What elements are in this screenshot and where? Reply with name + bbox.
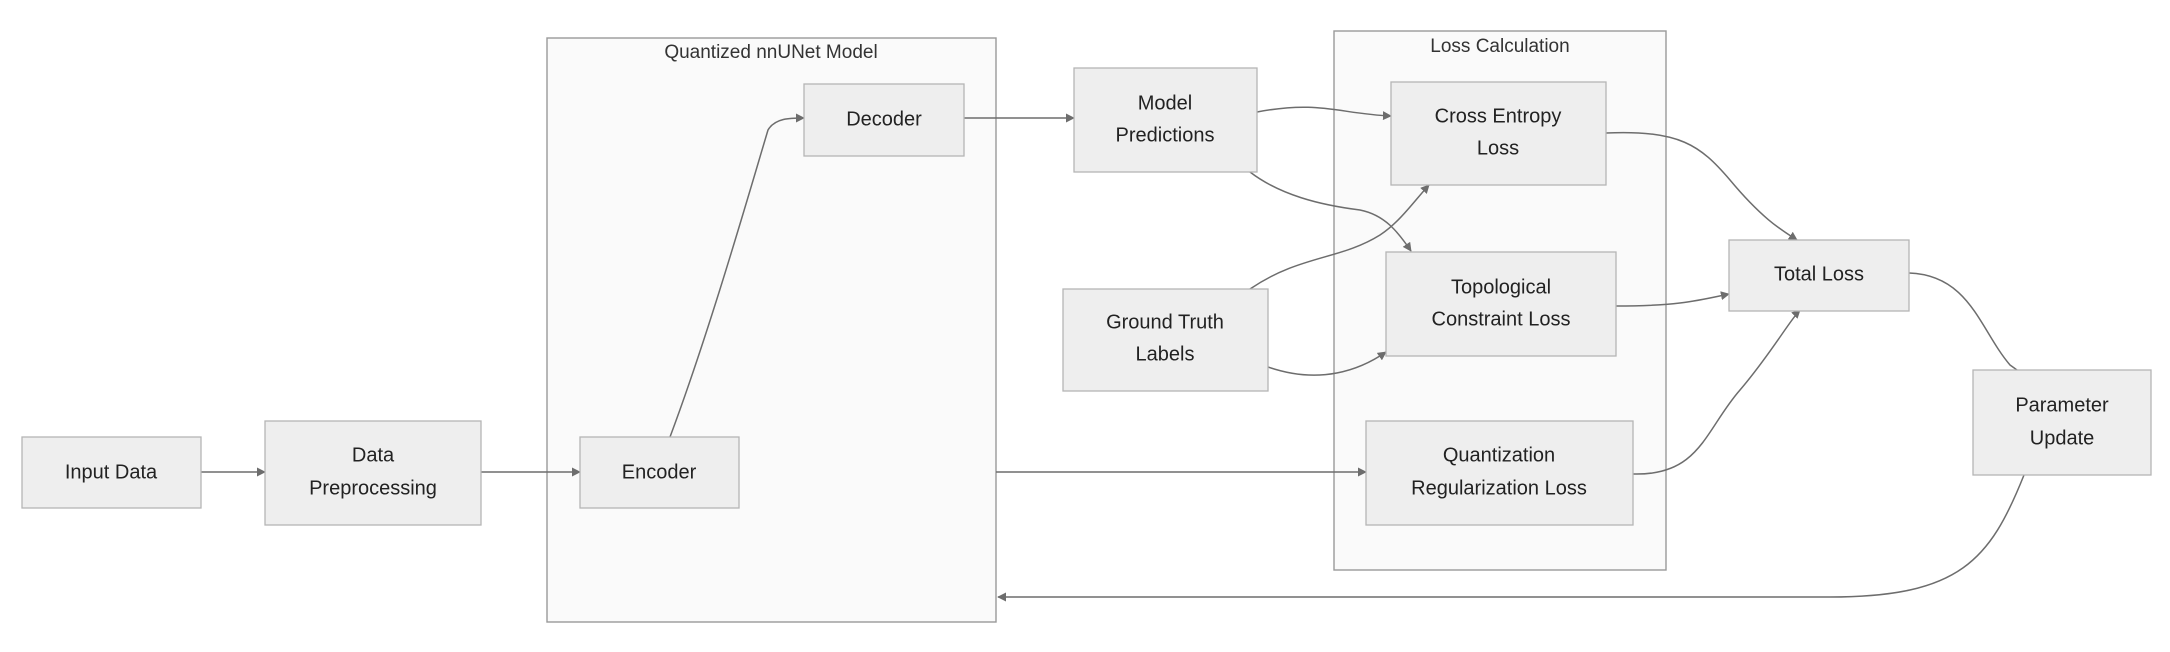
- edge-encoder-to-decoder: [669, 113, 805, 438]
- cluster-loss-title: Loss Calculation: [1430, 36, 1569, 57]
- edge-parameter-update-to-model: [997, 474, 2025, 602]
- node-cross-entropy-loss[interactable]: Cross Entropy Loss: [1390, 81, 1607, 186]
- node-label-line: Total Loss: [1774, 263, 1864, 285]
- edges: [201, 106, 2028, 602]
- node-ground-truth-labels[interactable]: Ground Truth Labels: [1062, 288, 1269, 392]
- node-box: [264, 420, 482, 526]
- node-label-line: Data: [352, 444, 395, 466]
- node-box: [1972, 369, 2152, 476]
- node-label-line: Quantization: [1443, 444, 1555, 466]
- node-input-data[interactable]: Input Data: [21, 436, 202, 509]
- node-box: [1365, 420, 1634, 526]
- edge-groundtruth-to-topological: [1267, 351, 1387, 376]
- node-label-line: Predictions: [1116, 124, 1215, 146]
- node-quantization-regularization-loss[interactable]: Quantization Regularization Loss: [1365, 420, 1634, 526]
- node-label-line: Encoder: [622, 461, 697, 483]
- node-box: [1062, 288, 1269, 392]
- node-total-loss[interactable]: Total Loss: [1728, 239, 1910, 312]
- node-box: [1390, 81, 1607, 186]
- node-decoder[interactable]: Decoder: [803, 83, 965, 157]
- edge-total-to-parameter-update: [1908, 272, 2028, 381]
- node-label-line: Topological: [1451, 276, 1551, 298]
- edge-topological-to-total: [1615, 291, 1730, 307]
- edge-cross-entropy-to-total: [1605, 131, 1798, 241]
- node-label-line: Ground Truth: [1106, 311, 1224, 333]
- node-label-line: Parameter: [2015, 394, 2109, 416]
- node-label-line: Preprocessing: [309, 477, 437, 499]
- node-box: [1385, 251, 1617, 357]
- edge-predictions-to-topological: [1249, 171, 1412, 252]
- node-label-line: Model: [1138, 92, 1192, 114]
- node-model-predictions[interactable]: Model Predictions: [1073, 67, 1258, 173]
- node-box: [21, 436, 202, 509]
- cluster-model-title: Quantized nnUNet Model: [664, 42, 877, 63]
- node-box: [803, 83, 965, 157]
- node-label-line: Loss: [1477, 137, 1519, 159]
- node-box: [579, 436, 740, 509]
- node-label-line: Decoder: [846, 108, 922, 130]
- edge-predictions-to-cross-entropy: [1256, 106, 1392, 121]
- edge-groundtruth-to-cross-entropy: [1249, 184, 1430, 290]
- node-encoder[interactable]: Encoder: [579, 436, 740, 509]
- node-parameter-update[interactable]: Parameter Update: [1972, 369, 2152, 476]
- node-label-line: Update: [2030, 427, 2095, 449]
- node-label-line: Constraint Loss: [1432, 308, 1571, 330]
- node-data-preprocessing[interactable]: Data Preprocessing: [264, 420, 482, 526]
- node-topological-constraint-loss[interactable]: Topological Constraint Loss: [1385, 251, 1617, 357]
- node-label-line: Input Data: [65, 461, 158, 483]
- node-label-line: Regularization Loss: [1411, 477, 1587, 499]
- edge-quantization-to-total: [1632, 309, 1801, 475]
- node-label-line: Cross Entropy: [1435, 105, 1562, 127]
- node-box: [1073, 67, 1258, 173]
- node-label-line: Labels: [1136, 343, 1195, 365]
- node-box: [1728, 239, 1910, 312]
